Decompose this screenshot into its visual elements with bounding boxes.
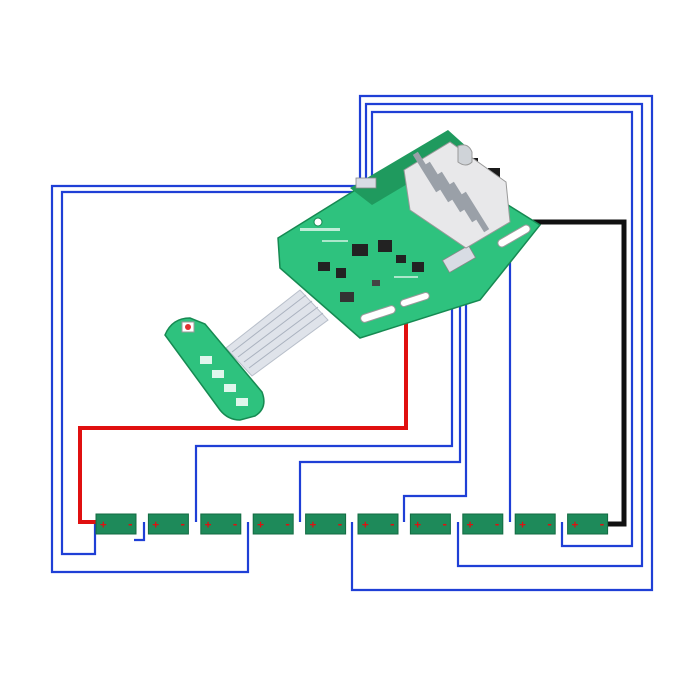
negative-main-wire — [512, 219, 627, 527]
balance-wire-bottom-3 — [402, 264, 468, 522]
cell-positive-mark: + — [152, 518, 159, 531]
cell-negative-mark: - — [441, 518, 448, 531]
led-4-icon — [236, 398, 248, 406]
battery-cell-9: +- — [514, 513, 556, 535]
cell-positive-mark: + — [257, 518, 264, 531]
led-3-icon — [224, 384, 236, 392]
cell-positive-mark: + — [205, 518, 212, 531]
cell-negative-mark: - — [546, 518, 553, 531]
battery-cell-4: +- — [252, 513, 294, 535]
cell-body — [200, 513, 242, 535]
battery-cell-7: +- — [409, 513, 451, 535]
led-1-icon — [200, 356, 212, 364]
balance-wire-b0-outer — [50, 184, 362, 574]
bottom-connector-icon — [441, 244, 477, 274]
cell-body — [95, 513, 137, 535]
cell-positive-mark: + — [362, 518, 369, 531]
balance-wires — [50, 94, 654, 592]
battery-cell-8: +- — [462, 513, 504, 535]
ribbon-cable-icon — [225, 289, 329, 377]
cell-positive-mark: + — [414, 518, 421, 531]
balance-wire-top-3 — [370, 110, 634, 548]
cell-negative-mark: - — [389, 518, 396, 531]
cell-body — [357, 513, 399, 535]
cell-body — [567, 513, 609, 535]
cell-negative-mark: - — [337, 518, 344, 531]
battery-cell-3: +- — [200, 513, 242, 535]
cell-body — [252, 513, 294, 535]
top-connector-icon — [355, 177, 377, 189]
balance-wire-top-1 — [350, 94, 654, 592]
cell-body — [147, 513, 189, 535]
cell-negative-mark: - — [127, 518, 134, 531]
cell-positive-mark: + — [519, 518, 526, 531]
balance-wire-top-2 — [364, 102, 644, 568]
balance-wire-bottom-2 — [298, 268, 462, 522]
cell-negative-mark: - — [179, 518, 186, 531]
balance-wire-b0-inner — [60, 190, 368, 556]
balance-wire-bottom-1 — [194, 272, 454, 522]
cell-body — [514, 513, 556, 535]
cell-positive-mark: + — [310, 518, 317, 531]
bms-board-icon — [277, 130, 542, 339]
cell-positive-mark: + — [100, 518, 107, 531]
cell-body — [409, 513, 451, 535]
battery-cell-2: +- — [147, 513, 189, 535]
battery-terminal-icon — [403, 141, 511, 249]
balance-wire-link-1 — [134, 522, 146, 542]
cell-negative-mark: - — [284, 518, 291, 531]
battery-cell-5: +- — [305, 513, 347, 535]
positive-main-wire — [78, 312, 408, 524]
cell-positive-mark: + — [467, 518, 474, 531]
battery-cell-6: +- — [357, 513, 399, 535]
battery-cell-10: +- — [567, 513, 609, 535]
led-2-icon — [212, 370, 224, 378]
cell-negative-mark: - — [232, 518, 239, 531]
cell-positive-mark: + — [572, 518, 579, 531]
cell-body — [305, 513, 347, 535]
cell-body — [462, 513, 504, 535]
battery-cell-1: +- — [95, 513, 137, 535]
led-indicator-board-icon — [164, 317, 265, 421]
battery-cells: +-+-+-+-+-+-+-+-+-+- — [95, 513, 609, 535]
cell-negative-mark: - — [494, 518, 501, 531]
cell-negative-mark: - — [599, 518, 606, 531]
